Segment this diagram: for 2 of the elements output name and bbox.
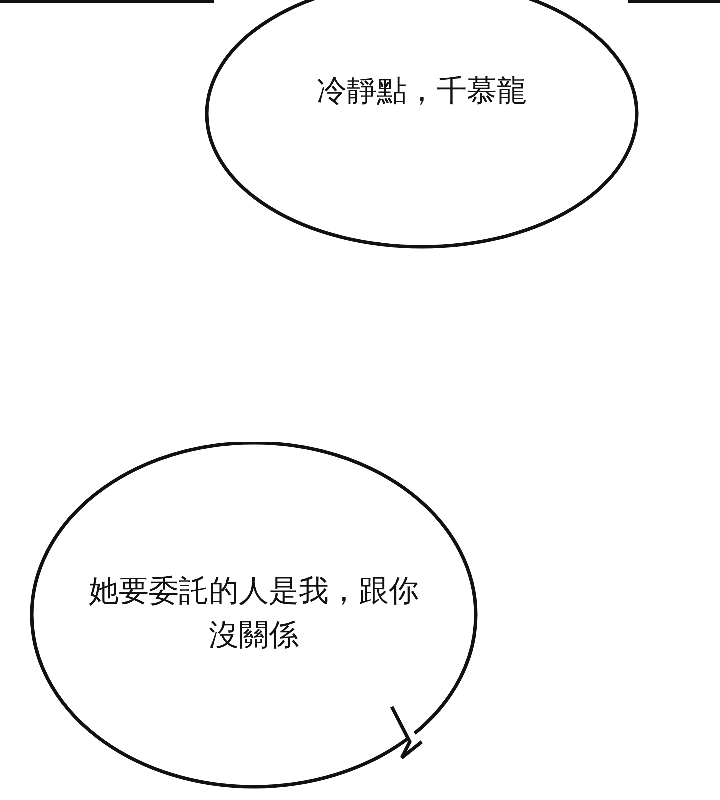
speech-text: 她要委託的人是我，跟你沒關係 — [88, 573, 420, 655]
speech-text: 冷靜點，千慕龍 — [317, 73, 527, 111]
